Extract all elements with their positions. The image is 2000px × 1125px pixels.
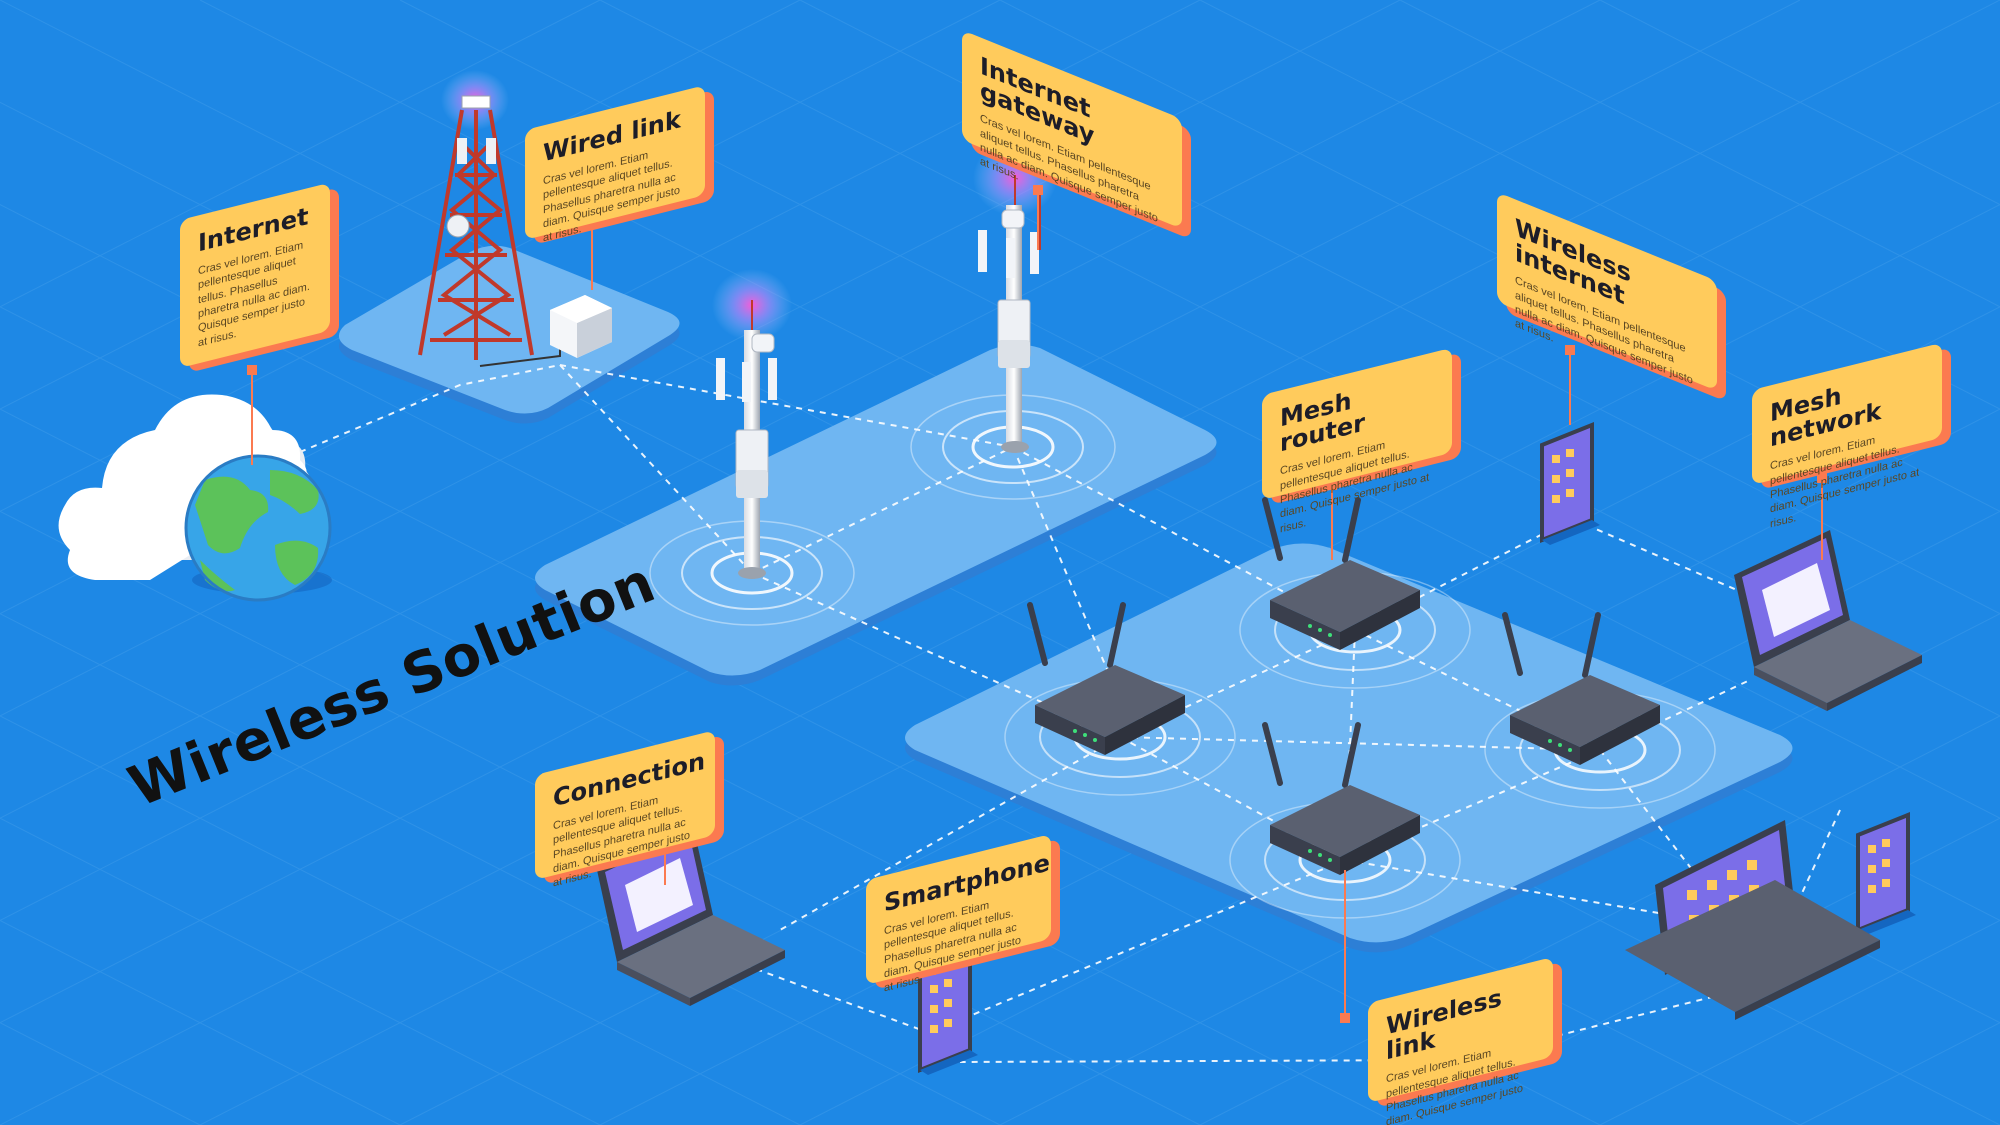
card-body: Cras vel lorem. Etiam pellentesque aliqu… — [198, 239, 310, 350]
globe-icon — [184, 454, 332, 602]
router-icon — [1262, 497, 1420, 650]
smartphone-icon — [1856, 812, 1916, 935]
smartphone-icon — [918, 952, 978, 1075]
laptop-icon — [597, 825, 785, 1006]
card-pointers — [247, 185, 1827, 1023]
tablet-icon — [1625, 820, 1880, 1020]
cell-tower-icon — [712, 269, 792, 579]
lattice-tower-icon — [418, 70, 612, 367]
smartphone-icon — [1540, 422, 1600, 545]
router-icon — [1502, 612, 1660, 765]
equipment-box — [550, 295, 612, 358]
laptop-icon — [1734, 530, 1922, 711]
router-icon — [1027, 602, 1185, 755]
router-icon — [1262, 722, 1420, 875]
